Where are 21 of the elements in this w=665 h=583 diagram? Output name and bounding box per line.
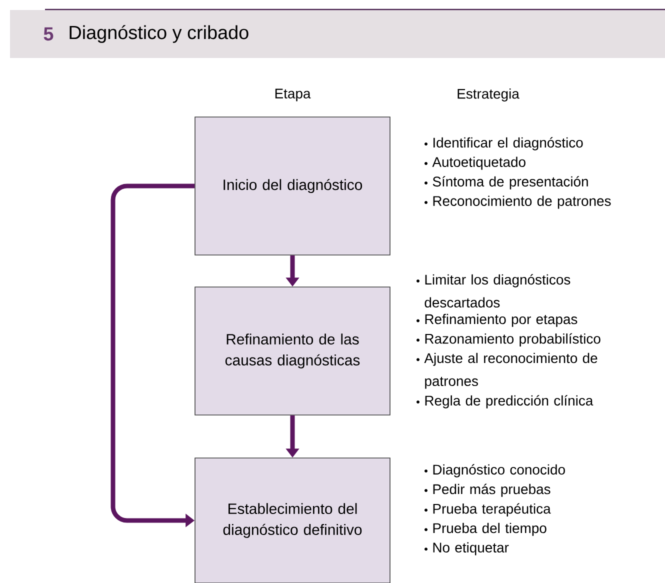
list-item: Prueba del tiempo <box>424 522 546 536</box>
list-item: Refinamiento por etapas <box>416 314 578 327</box>
list-item: Limitar los diagnósticos descartados <box>416 274 570 308</box>
stage-box: Establecimiento del diagnóstico definitivo <box>194 458 390 583</box>
section-number: 5 <box>44 27 54 41</box>
column-heading: Estrategia <box>458 88 520 102</box>
list-item: Identificar el diagnóstico <box>424 137 583 150</box>
list-item: Diagnóstico conocido <box>424 464 565 478</box>
stage-box: Inicio del diagnóstico <box>194 116 390 256</box>
list-item: Síntoma de presentación <box>424 176 588 190</box>
list-item: Pedir más pruebas <box>424 484 550 497</box>
column-heading: Etapa <box>275 88 311 102</box>
list-item: Prueba terapéutica <box>424 503 551 516</box>
section-title: Diagnóstico y cribado <box>70 25 248 43</box>
list-item: Regla de predicción clínica <box>416 395 594 408</box>
list-item: Ajuste al reconocimiento de patrones <box>416 352 598 389</box>
list-item: No etiquetar <box>424 542 509 556</box>
stage-box: Refinamiento de las causas diagnósticas <box>194 286 390 416</box>
list-item: Autoetiquetado <box>424 156 526 170</box>
list-item: Razonamiento probabilístico <box>416 333 600 346</box>
list-item: Reconocimiento de patrones <box>424 196 611 209</box>
